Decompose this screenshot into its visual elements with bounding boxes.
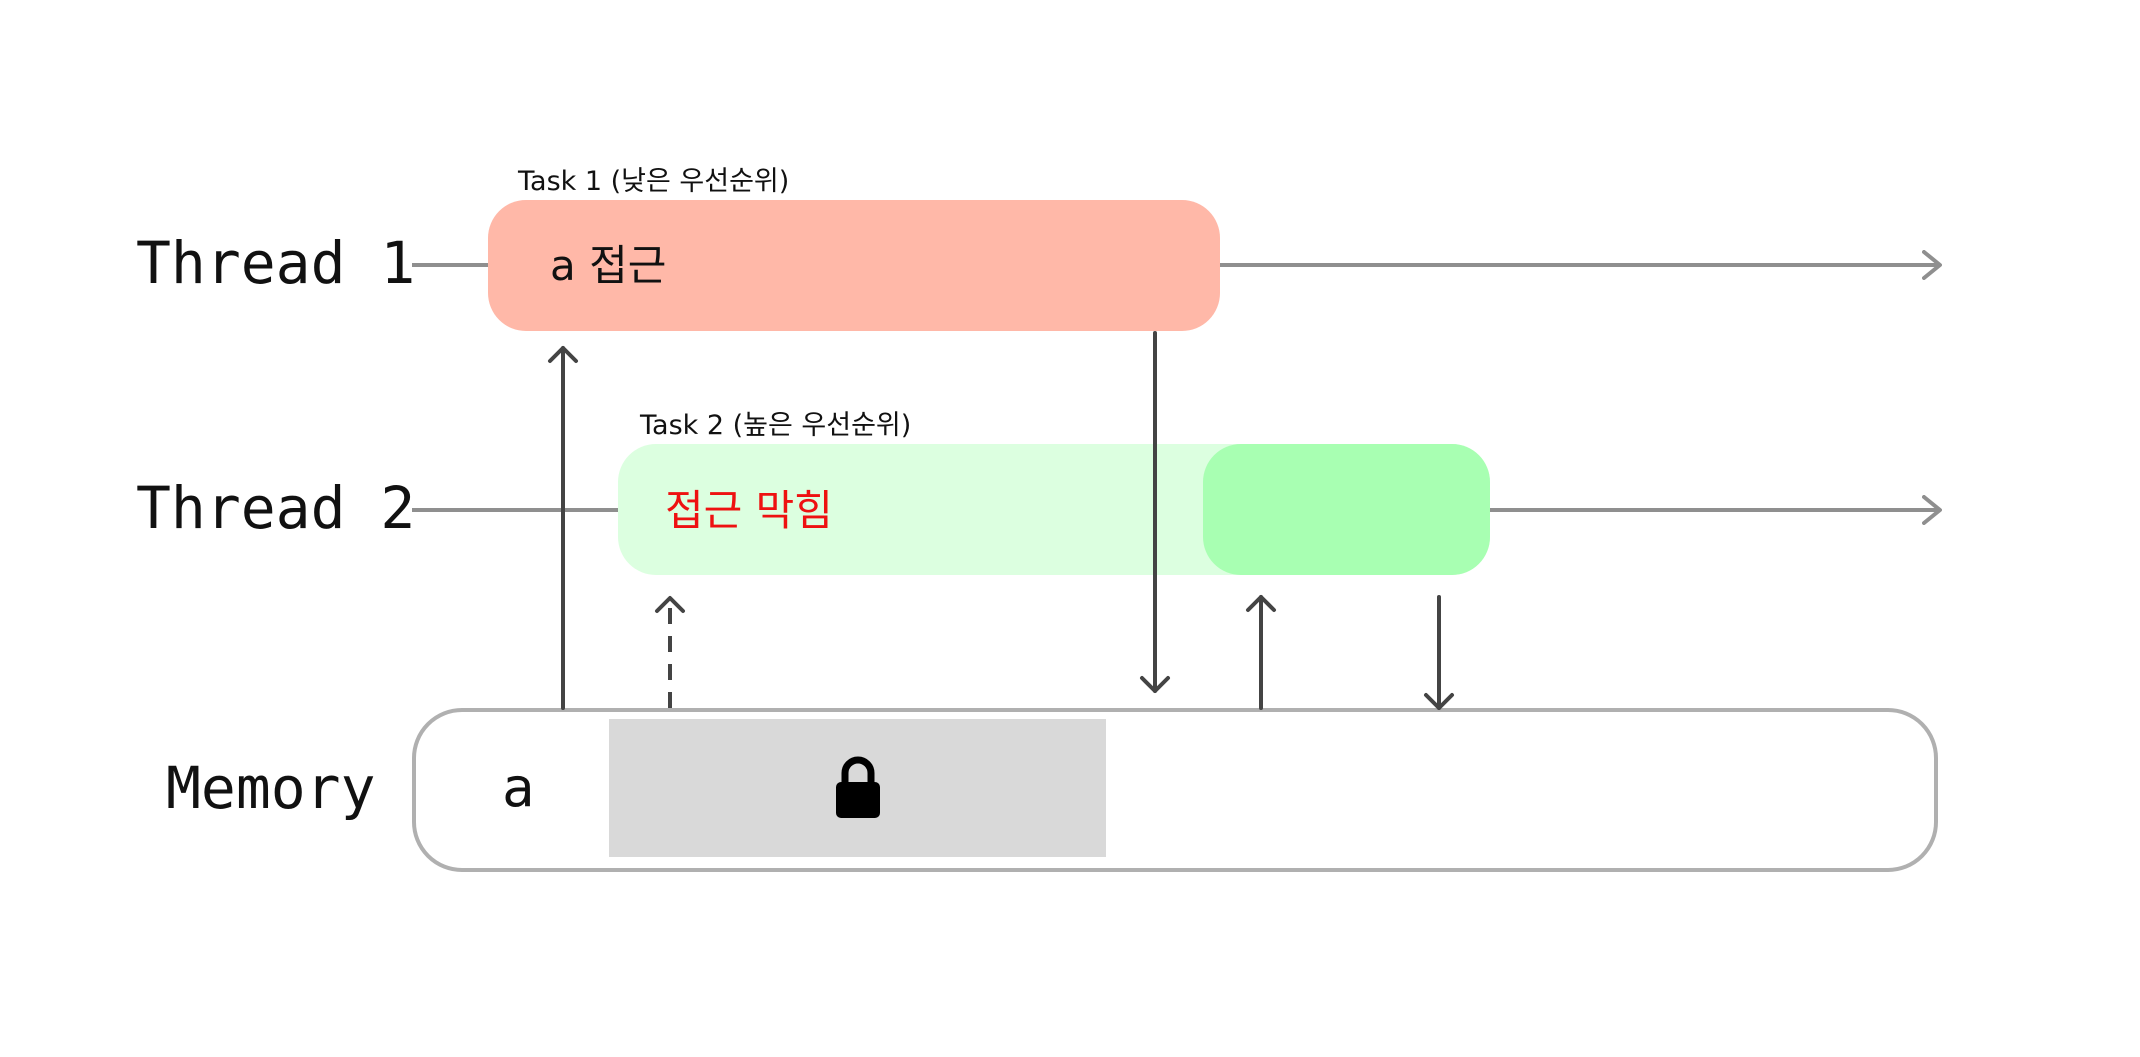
thread-2-label: Thread 2 (136, 474, 415, 542)
task-2-blocked-label: 접근 막힘 (665, 486, 833, 535)
task-1-write-arrow (1140, 331, 1170, 693)
task-1-bar-label: a 접근 (550, 241, 666, 290)
task-2-active-segment (1203, 444, 1490, 575)
memory-variable-a: a (502, 756, 535, 819)
lock-icon (836, 756, 880, 818)
task-2-read-arrow (1246, 595, 1276, 710)
task-1-read-arrow (548, 346, 578, 710)
task-2-write-arrow (1424, 595, 1454, 710)
task-2-blocked-read-arrow (655, 596, 685, 708)
task-2-caption: Task 2 (높은 우선순위) (639, 410, 911, 441)
task-1-caption: Task 1 (낮은 우선순위) (517, 166, 789, 197)
task-1-bar (488, 200, 1220, 331)
thread-1-label: Thread 1 (136, 229, 415, 297)
memory-label: Memory (166, 754, 376, 822)
